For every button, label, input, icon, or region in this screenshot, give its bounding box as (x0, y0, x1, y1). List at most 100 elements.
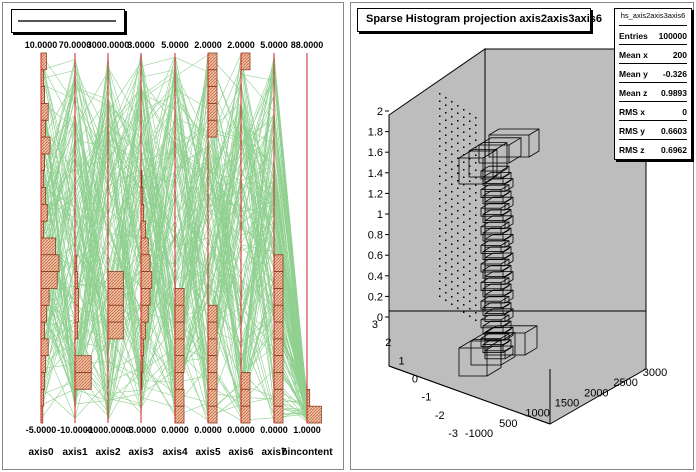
projection-dot (469, 285, 471, 287)
projection-dot (475, 252, 477, 254)
lego-box (480, 221, 510, 236)
projection-dot (445, 247, 447, 249)
z-tick-label: 2 (377, 106, 383, 118)
projection-dot (469, 278, 471, 280)
projection-dot (451, 213, 453, 215)
projection-dot (445, 97, 447, 99)
projection-dot (463, 289, 465, 291)
lego-box (484, 325, 538, 356)
histogram-bin (40, 136, 51, 155)
projection-dot (475, 244, 477, 246)
stats-label: Mean x (619, 50, 648, 60)
projection-dot (451, 296, 453, 298)
histogram-bin (40, 288, 50, 306)
projection-dot (475, 192, 477, 194)
projection-dot (439, 258, 441, 260)
projection-dot (445, 202, 447, 204)
histogram-bin (107, 271, 124, 289)
z-tick-label: 1.2 (368, 188, 383, 200)
lego-box (480, 314, 510, 329)
projection-dot (457, 127, 459, 129)
projection-dot (475, 214, 477, 216)
z-tick-label: 1.8 (368, 127, 383, 139)
projection-dot (451, 138, 453, 140)
projection-dot (457, 225, 459, 227)
projection-dot (469, 233, 471, 235)
projection-dot (445, 164, 447, 166)
projection-dots (439, 93, 477, 321)
projection-dot (445, 172, 447, 174)
histogram-bin (40, 372, 45, 390)
stats-value: 200 (672, 50, 687, 60)
projection-dot (445, 209, 447, 211)
lego-box (480, 184, 510, 199)
projection-dot (445, 112, 447, 114)
projection-dot (475, 297, 477, 299)
histogram-bin (240, 52, 251, 71)
projection-dot (451, 146, 453, 148)
projection-dot (475, 237, 477, 239)
projection-dot (469, 308, 471, 310)
histogram-bin (40, 153, 45, 172)
legend-text-placeholder (18, 20, 116, 22)
axis-max-label: 5.0000 (260, 40, 288, 50)
projection-dot (475, 222, 477, 224)
projection-dot (475, 319, 477, 321)
histogram-bin (40, 86, 45, 104)
projection-dot (457, 112, 459, 114)
3d-frame (388, 48, 647, 425)
axis-labels: 10.0000-5.0000axis070.0000-10.0000axis13… (25, 40, 333, 458)
stats-label: Mean z (619, 88, 648, 98)
histogram-bin (40, 187, 46, 205)
lego-boxes (458, 128, 540, 377)
projection-dot (463, 221, 465, 223)
histogram-bin (273, 321, 284, 340)
projection-dot (469, 203, 471, 205)
projection-dot (463, 244, 465, 246)
histogram-bin (140, 288, 151, 306)
projection-dot (475, 154, 477, 156)
histogram-bin (273, 372, 284, 390)
projection-dot (469, 315, 471, 317)
projection-dot (457, 285, 459, 287)
stats-row: Mean x 200 (619, 44, 687, 61)
histogram-bin (107, 288, 124, 306)
projection-dot (451, 153, 453, 155)
y-tick-label: -1 (422, 392, 432, 404)
axis-name-label: axis5 (195, 447, 220, 458)
projection-dot (451, 228, 453, 230)
histogram-bin (273, 304, 284, 323)
projection-dot (469, 173, 471, 175)
projection-dot (439, 153, 441, 155)
projection-dot (439, 123, 441, 125)
projection-dot (463, 274, 465, 276)
frame-edge (388, 365, 551, 425)
lego-box (480, 258, 510, 273)
projection-dot (439, 138, 441, 140)
projection-dot (463, 109, 465, 111)
projection-dot (463, 259, 465, 261)
projection-dot (475, 259, 477, 261)
stats-value: 0.6962 (661, 145, 687, 155)
projection-dot (445, 299, 447, 301)
projection-dot (463, 161, 465, 163)
3d-axis-ticks: 00.20.40.60.811.21.41.61.82-3-2-10123-10… (368, 106, 668, 440)
projection-dot (451, 116, 453, 118)
histogram-bin (40, 52, 47, 71)
projection-dot (439, 183, 441, 185)
projection-dot (469, 143, 471, 145)
projection-dot (451, 281, 453, 283)
projection-dot (439, 205, 441, 207)
histogram-bin (107, 321, 124, 340)
axis-min-label: 0.0000 (260, 425, 288, 435)
y-tick-label: 1 (399, 355, 405, 367)
projection-dot (469, 128, 471, 130)
stats-value: 100000 (658, 31, 687, 41)
stats-title: hs_axis2axis3axis6 (620, 11, 686, 20)
projection-dot (445, 292, 447, 294)
lego-3d-plot: 00.20.40.60.811.21.41.61.82-3-2-10123-10… (368, 48, 668, 440)
projection-dot (445, 127, 447, 129)
